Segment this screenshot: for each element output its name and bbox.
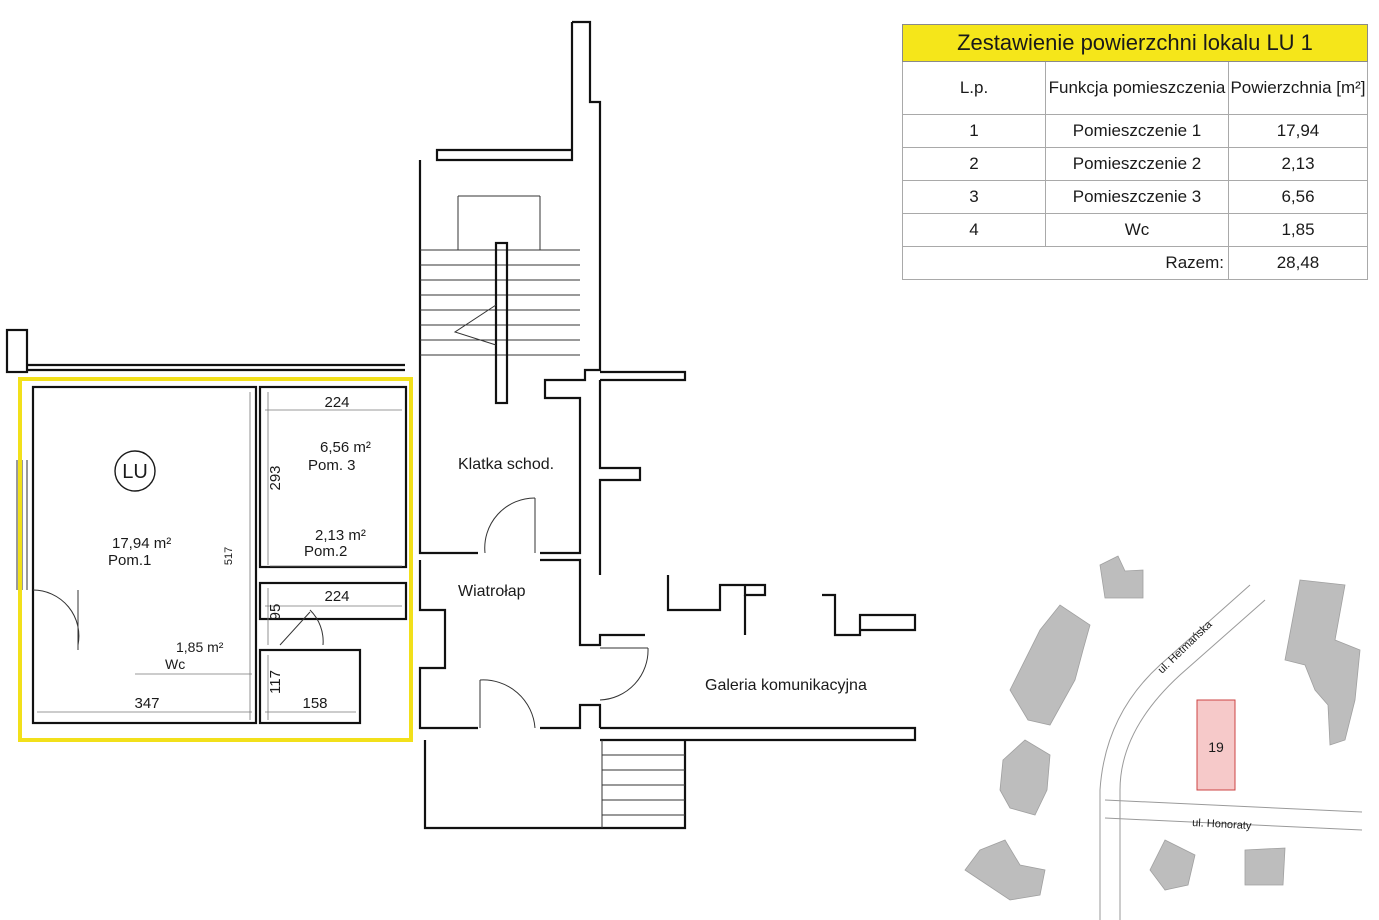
pom1-area-label: 17,94 m² [112,535,171,552]
dim-347: 347 [134,695,159,712]
table-row: 3 Pomieszczenie 3 6,56 [902,180,1368,214]
pom3-name-label: Pom. 3 [308,457,356,474]
table-row: 2 Pomieszczenie 2 2,13 [902,147,1368,181]
wc-name-label: Wc [165,656,185,672]
header-area: Powierzchnia [m²] [1228,61,1368,115]
target-building [1196,699,1236,791]
gallery-label: Galeria komunikacyjna [705,677,867,694]
dim-293: 293 [267,465,284,490]
table-header-row: L.p. Funkcja pomieszczenia Powierzchnia … [902,61,1368,115]
row-area: 2,13 [1228,147,1368,181]
wc-area-label: 1,85 m² [176,639,224,655]
dim-517: 517 [223,547,235,565]
row-lp: 2 [902,147,1046,181]
row-area: 17,94 [1228,114,1368,148]
dim-224-mid: 224 [324,588,349,605]
row-lp: 1 [902,114,1046,148]
dimension-lines [37,392,402,720]
pom2-name-label: Pom.2 [304,543,347,560]
unit-highlight-outline [18,377,413,742]
dim-158: 158 [302,695,327,712]
pom3-area-label: 6,56 m² [320,439,371,456]
header-lp: L.p. [902,61,1046,115]
area-summary-table: Zestawienie powierzchni lokalu LU 1 L.p.… [902,24,1368,280]
dim-95: 95 [267,604,284,621]
row-name: Pomieszczenie 2 [1045,147,1229,181]
row-name: Pomieszczenie 3 [1045,180,1229,214]
street-label-honoraty: ul. Honoraty [1192,817,1252,832]
table-row: 1 Pomieszczenie 1 17,94 [902,114,1368,148]
street-label-hetmanska: ul. Hetmańska [1156,618,1216,676]
dim-224-top: 224 [324,394,349,411]
total-label: Razem: [902,246,1229,280]
stair-walls [418,20,917,830]
building-number-label: 19 [1208,739,1224,755]
row-area: 6,56 [1228,180,1368,214]
unit-badge-circle [114,450,156,492]
pom1-name-label: Pom.1 [108,552,151,569]
vestibule-label: Wiatrołap [458,583,526,600]
row-name: Pomieszczenie 1 [1045,114,1229,148]
unit-badge-label: LU [122,461,148,483]
dim-117: 117 [267,670,284,694]
table-row: 4 Wc 1,85 [902,213,1368,247]
total-value: 28,48 [1228,246,1368,280]
row-lp: 3 [902,180,1046,214]
pom2-area-label: 2,13 m² [315,527,366,544]
row-area: 1,85 [1228,213,1368,247]
row-name: Wc [1045,213,1229,247]
location-map: 19 ul. Hetmańska ul. Honoraty [964,555,1363,920]
table-title: Zestawienie powierzchni lokalu LU 1 [902,24,1368,62]
row-lp: 4 [902,213,1046,247]
header-function: Funkcja pomieszczenia [1045,61,1229,115]
stairwell-label: Klatka schod. [458,456,554,473]
table-total-row: Razem: 28,48 [902,246,1368,280]
